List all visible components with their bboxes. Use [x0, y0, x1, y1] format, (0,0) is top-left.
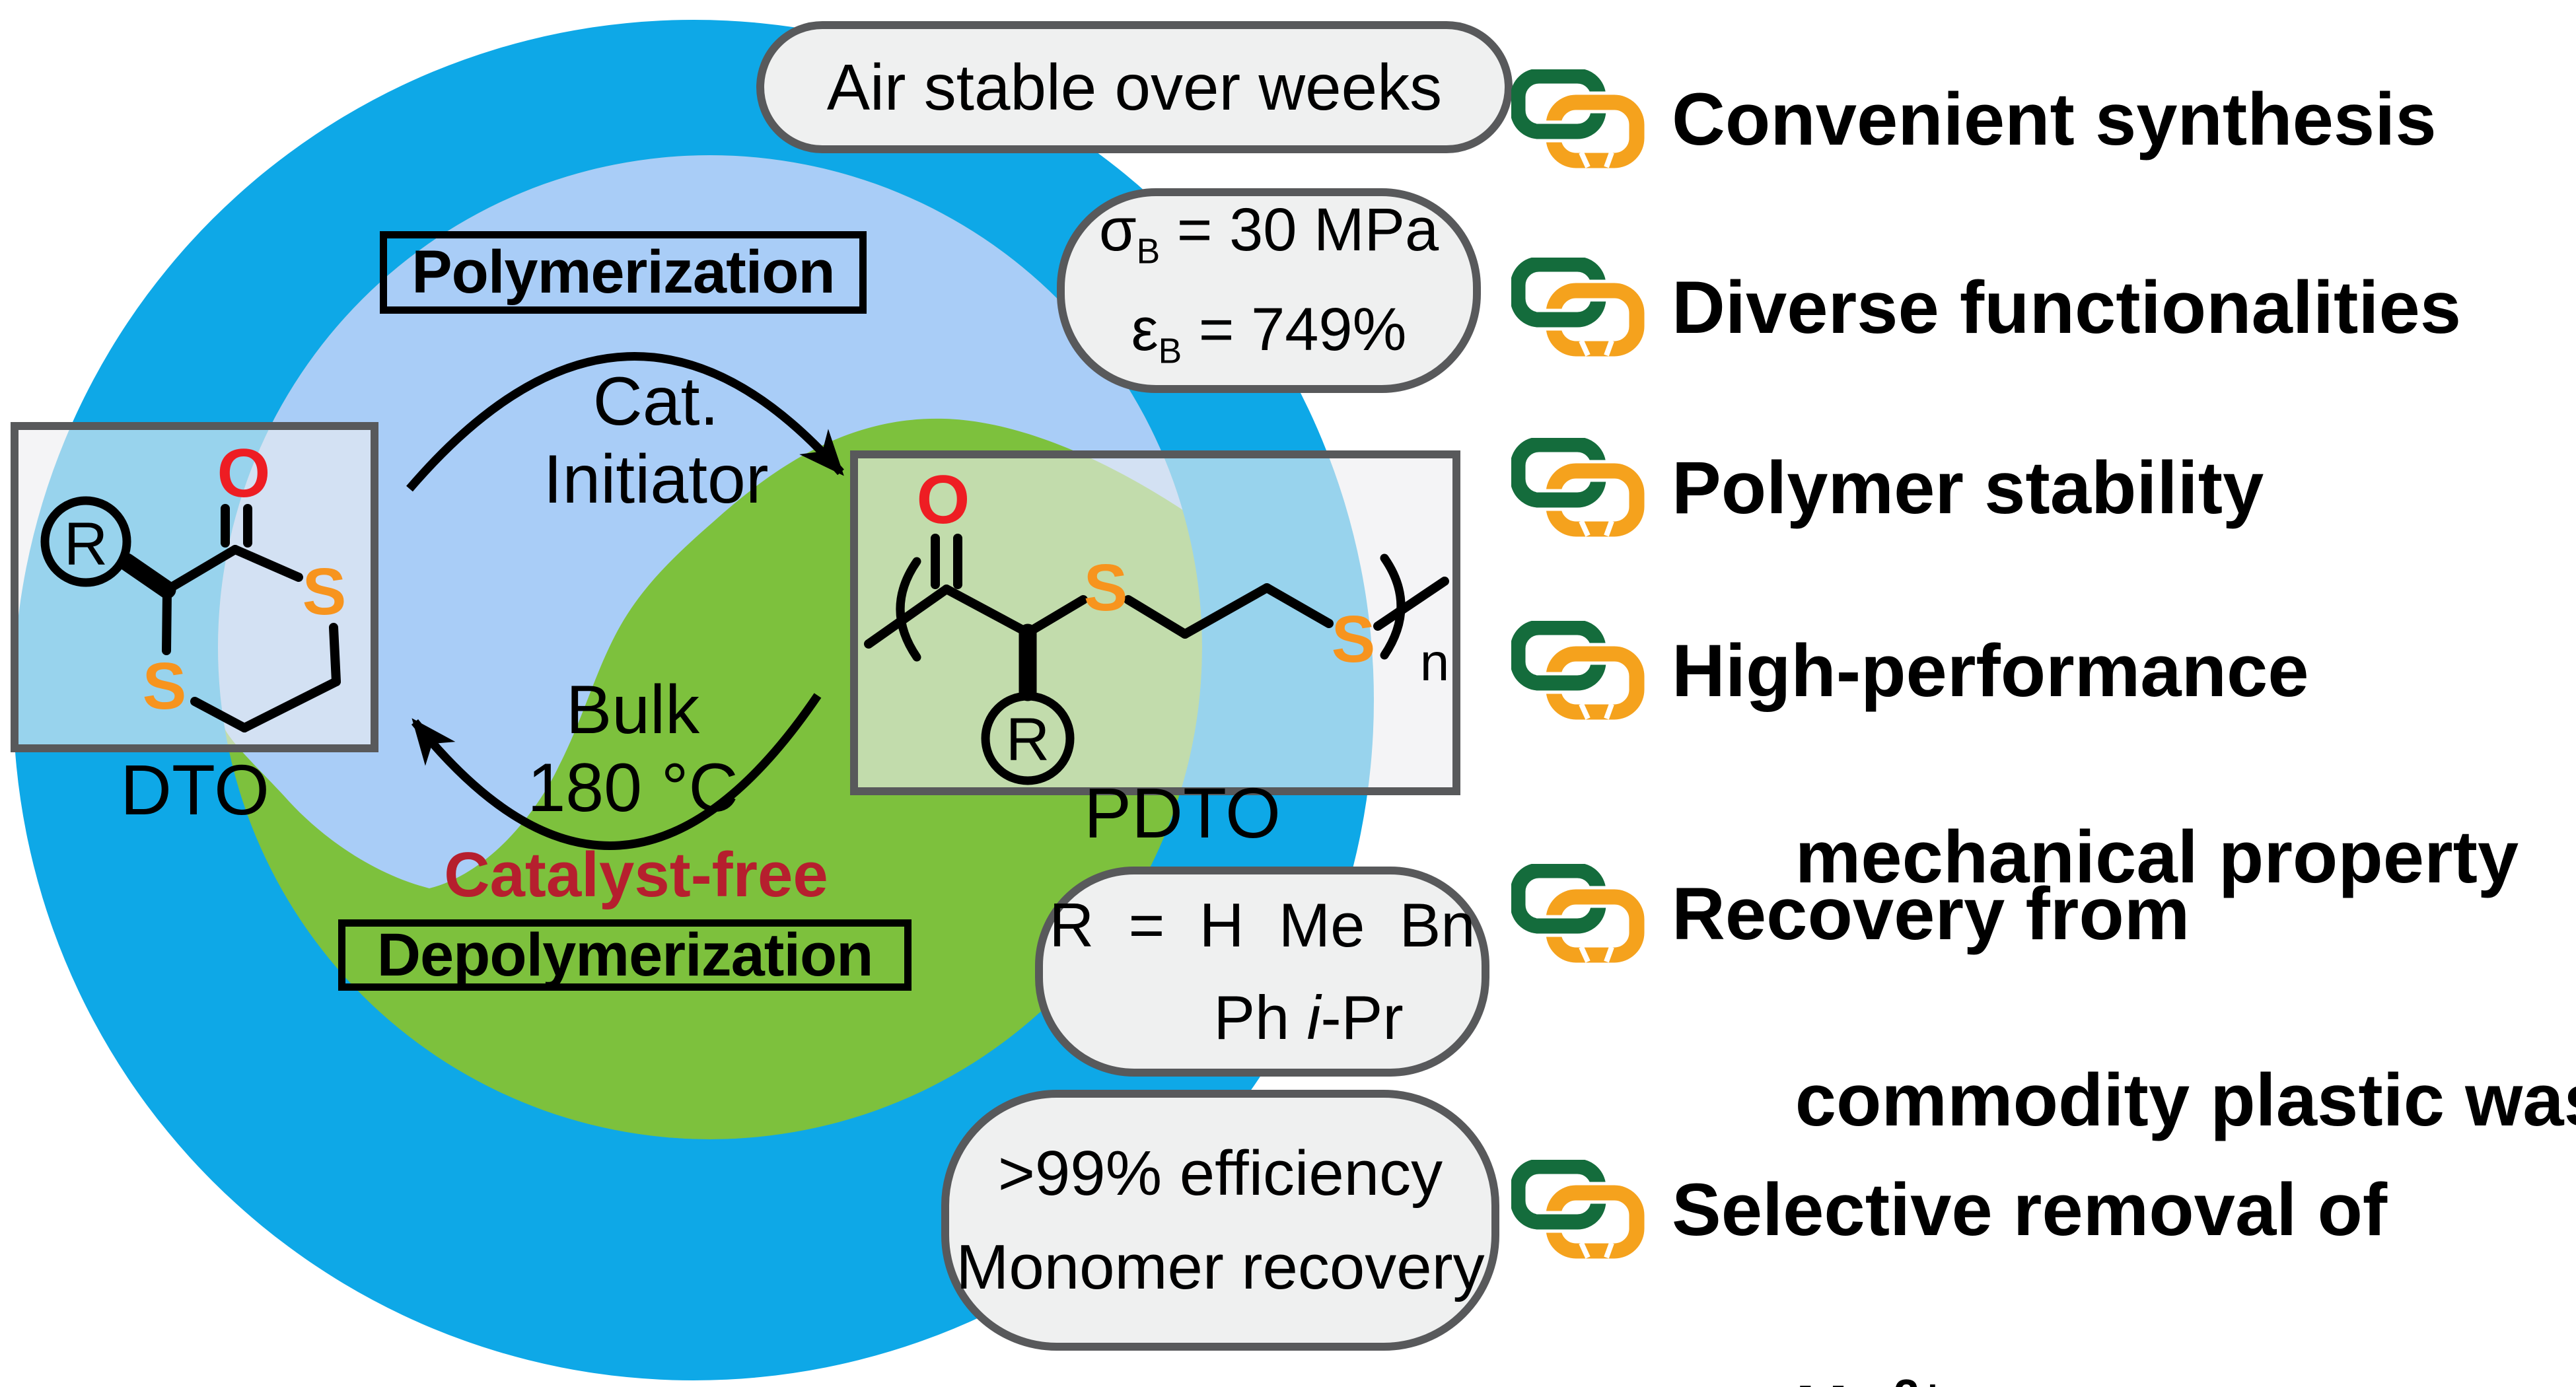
mechanical-properties-pill: σB = 30 MPa εB = 749%	[1057, 188, 1481, 393]
reverse-conditions: Bulk 180 °C	[435, 671, 831, 827]
air-stability-text: Air stable over weeks	[826, 50, 1443, 124]
polymerization-text: Polymerization	[411, 238, 835, 306]
efficiency-text: >99% efficiency	[997, 1137, 1443, 1209]
polymerization-label: Polymerization	[380, 231, 867, 314]
feature-text: High-performance	[1672, 629, 2309, 712]
polymerization-arrow	[406, 352, 844, 492]
interlocked-rings-icon	[1511, 438, 1647, 537]
pdto-r-group-label: R	[1006, 706, 1050, 773]
r-groups-line2: Ph i-Pr	[1213, 983, 1404, 1052]
r-groups-line1: R = H Me Bn	[1049, 890, 1476, 960]
interlocked-rings-icon	[1511, 864, 1647, 963]
feature-polymer-stability: Polymer stability	[1511, 438, 2264, 537]
dto-sulfur-right-label: S	[303, 555, 347, 629]
dto-sulfur-left-label: S	[143, 649, 187, 723]
pdto-repeat-subscript: n	[1420, 633, 1450, 692]
feature-text: commodity plastic waste	[1795, 1059, 2576, 1141]
interlocked-rings-icon	[1511, 621, 1647, 720]
feature-text: mechanical property	[1795, 816, 2519, 898]
feature-mechanical-property: High-performance mechanical property	[1511, 621, 2519, 904]
pdto-structure-box	[850, 450, 1460, 795]
feature-text: Diverse functionalities	[1672, 266, 2462, 349]
monomer-recovery-text: Monomer recovery	[956, 1231, 1485, 1302]
pdto-molecule	[864, 534, 1449, 785]
pdto-sulfur-right-label: S	[1332, 602, 1376, 676]
feature-text: Hg	[1795, 1370, 1894, 1387]
interlocked-rings-icon	[1511, 1160, 1647, 1259]
dto-oxygen-label: O	[217, 435, 271, 512]
depolymerization-label: Depolymerization	[338, 919, 912, 991]
interlocked-rings-icon	[1511, 69, 1647, 168]
catalyst-free-text: Catalyst-free	[444, 839, 828, 910]
feature-mercury-removal: Selective removal of Hg2+	[1511, 1160, 2387, 1387]
feature-recovery-from-waste: Recovery from commodity plastic waste	[1511, 864, 2576, 1147]
feature-text: Recovery from	[1672, 872, 2190, 955]
forward-conditions: Cat. Initiator	[458, 363, 854, 518]
efficiency-pill: >99% efficiency Monomer recovery	[941, 1090, 1499, 1351]
mercury-charge-superscript: 2+	[1894, 1370, 1946, 1387]
depolymerization-text: Depolymerization	[376, 921, 874, 989]
tensile-strength-text: σB = 30 MPa	[1098, 196, 1439, 271]
feature-diverse-functionalities: Diverse functionalities	[1511, 258, 2461, 357]
pdto-oxygen-label: O	[917, 462, 970, 538]
forward-cat: Cat.	[592, 363, 719, 440]
pdto-caption: PDTO	[1084, 773, 1281, 853]
inner-yin-yang	[218, 155, 1202, 1139]
elongation-text: εB = 749%	[1131, 296, 1407, 371]
feature-text: Selective removal of	[1672, 1168, 2388, 1251]
dto-caption: DTO	[120, 750, 269, 830]
r-group-pill: R = H Me Bn Ph i-Pr	[1035, 867, 1489, 1077]
interlocked-rings-icon	[1511, 258, 1647, 357]
catalyst-free-label: Catalyst-free	[383, 839, 889, 911]
reverse-bulk: Bulk	[565, 672, 700, 748]
depolymerization-arrow	[411, 693, 822, 850]
air-stability-pill: Air stable over weeks	[756, 21, 1513, 153]
reverse-temperature: 180 °C	[527, 750, 738, 826]
feature-text: Convenient synthesis	[1672, 78, 2437, 160]
pdto-sulfur-left-label: S	[1084, 551, 1128, 625]
dto-r-group-label: R	[64, 511, 108, 578]
dto-molecule	[40, 496, 341, 732]
feature-text: Polymer stability	[1672, 446, 2264, 529]
feature-convenient-synthesis: Convenient synthesis	[1511, 69, 2437, 168]
forward-initiator: Initiator	[543, 441, 769, 518]
